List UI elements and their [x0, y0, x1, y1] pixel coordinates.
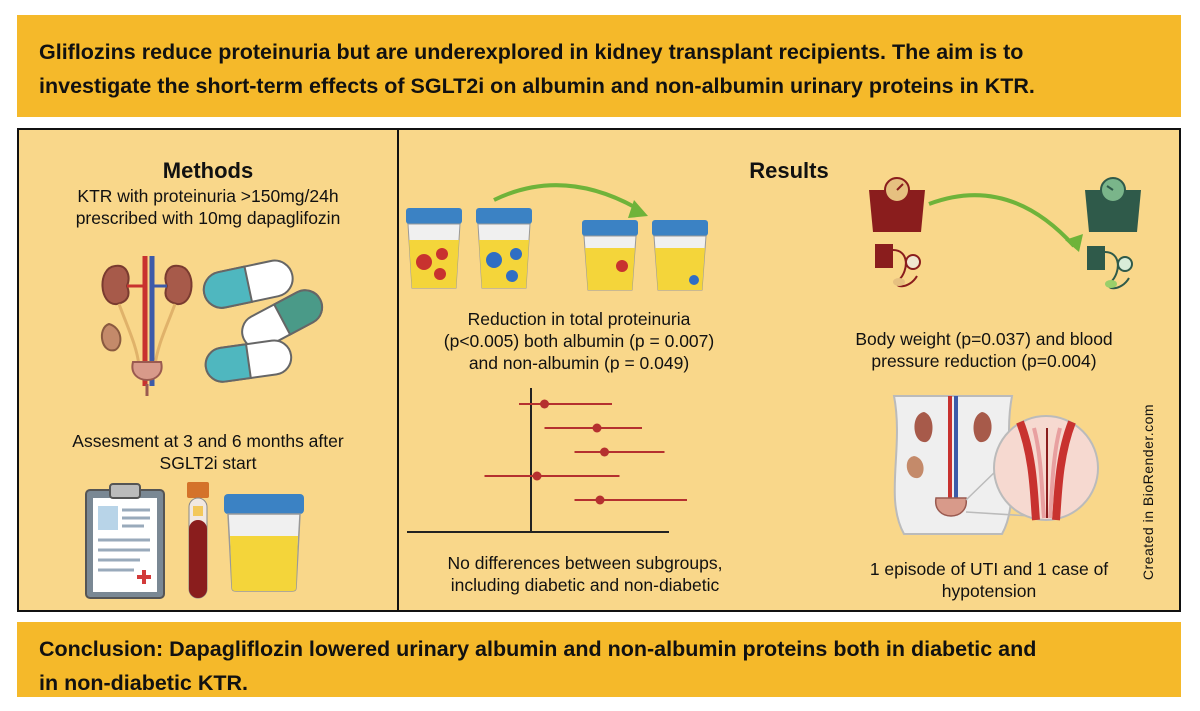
cup-before-1 [406, 208, 462, 289]
proteinuria-line-1: Reduction in total proteinuria [467, 309, 691, 329]
results-title: Results [749, 158, 829, 183]
safety-line-2: hypotension [941, 581, 1037, 601]
methods-assessment-line-2: SGLT2i start [159, 453, 257, 473]
urine-sample-cup-icon [224, 494, 304, 592]
conclusion-line-1: Conclusion: Dapagliflozin lowered urinar… [39, 637, 1037, 661]
scale-after [1085, 177, 1141, 290]
urine-cups-proteinuria-icon [406, 183, 708, 291]
methods-assessment-line-1: Assesment at 3 and 6 months after [72, 431, 344, 451]
weight-bp-line-2: pressure reduction (p=0.004) [871, 351, 1097, 371]
results-panel: Results [399, 128, 1181, 612]
scale-before [869, 177, 925, 288]
methods-criteria-line-2: prescribed with 10mg dapaglifozin [75, 208, 341, 228]
biorender-credit: Created in BioRender.com [1140, 403, 1156, 581]
cup-before-2 [476, 208, 532, 289]
proteinuria-line-2: (p<0.005) both albumin (p = 0.007) [443, 331, 715, 351]
forest-plot [407, 388, 687, 533]
header-line-1: Gliflozins reduce proteinuria but are un… [39, 40, 1024, 64]
subgroups-line-1: No differences between subgroups, [447, 553, 723, 573]
weight-bp-line-1: Body weight (p=0.037) and blood [855, 329, 1113, 349]
methods-criteria-line-1: KTR with proteinuria >150mg/24h [77, 186, 339, 206]
methods-panel: Methods KTR with proteinuria >150mg/24h … [17, 128, 399, 612]
header-banner: Gliflozins reduce proteinuria but are un… [17, 15, 1181, 117]
blood-tube-icon [187, 482, 209, 599]
subgroups-line-2: including diabetic and non-diabetic [450, 575, 720, 595]
forest-plot-point-2 [592, 423, 602, 433]
forest-plot-point-1 [540, 399, 549, 409]
forest-plot-point-3 [600, 447, 609, 457]
capsule-pills-icon [202, 259, 324, 383]
proteinuria-line-3: and non-albumin (p = 0.049) [468, 353, 690, 373]
weight-scale-blood-pressure-icon [869, 177, 1141, 290]
safety-line-1: 1 episode of UTI and 1 case of [869, 559, 1109, 579]
header-line-2: investigate the short-term effects of SG… [39, 74, 1035, 98]
cup-after-2 [652, 220, 708, 291]
forest-plot-point-4 [532, 471, 542, 481]
clipboard-icon [85, 483, 165, 599]
kidney-anatomy-icon [100, 256, 193, 396]
methods-title: Methods [162, 158, 254, 183]
forest-plot-point-5 [595, 495, 605, 505]
pelvis-urinary-tract-icon [892, 395, 1099, 535]
cup-after-1 [582, 220, 638, 291]
conclusion-line-2: in non-diabetic KTR. [39, 671, 249, 695]
conclusion-banner: Conclusion: Dapagliflozin lowered urinar… [17, 622, 1181, 697]
